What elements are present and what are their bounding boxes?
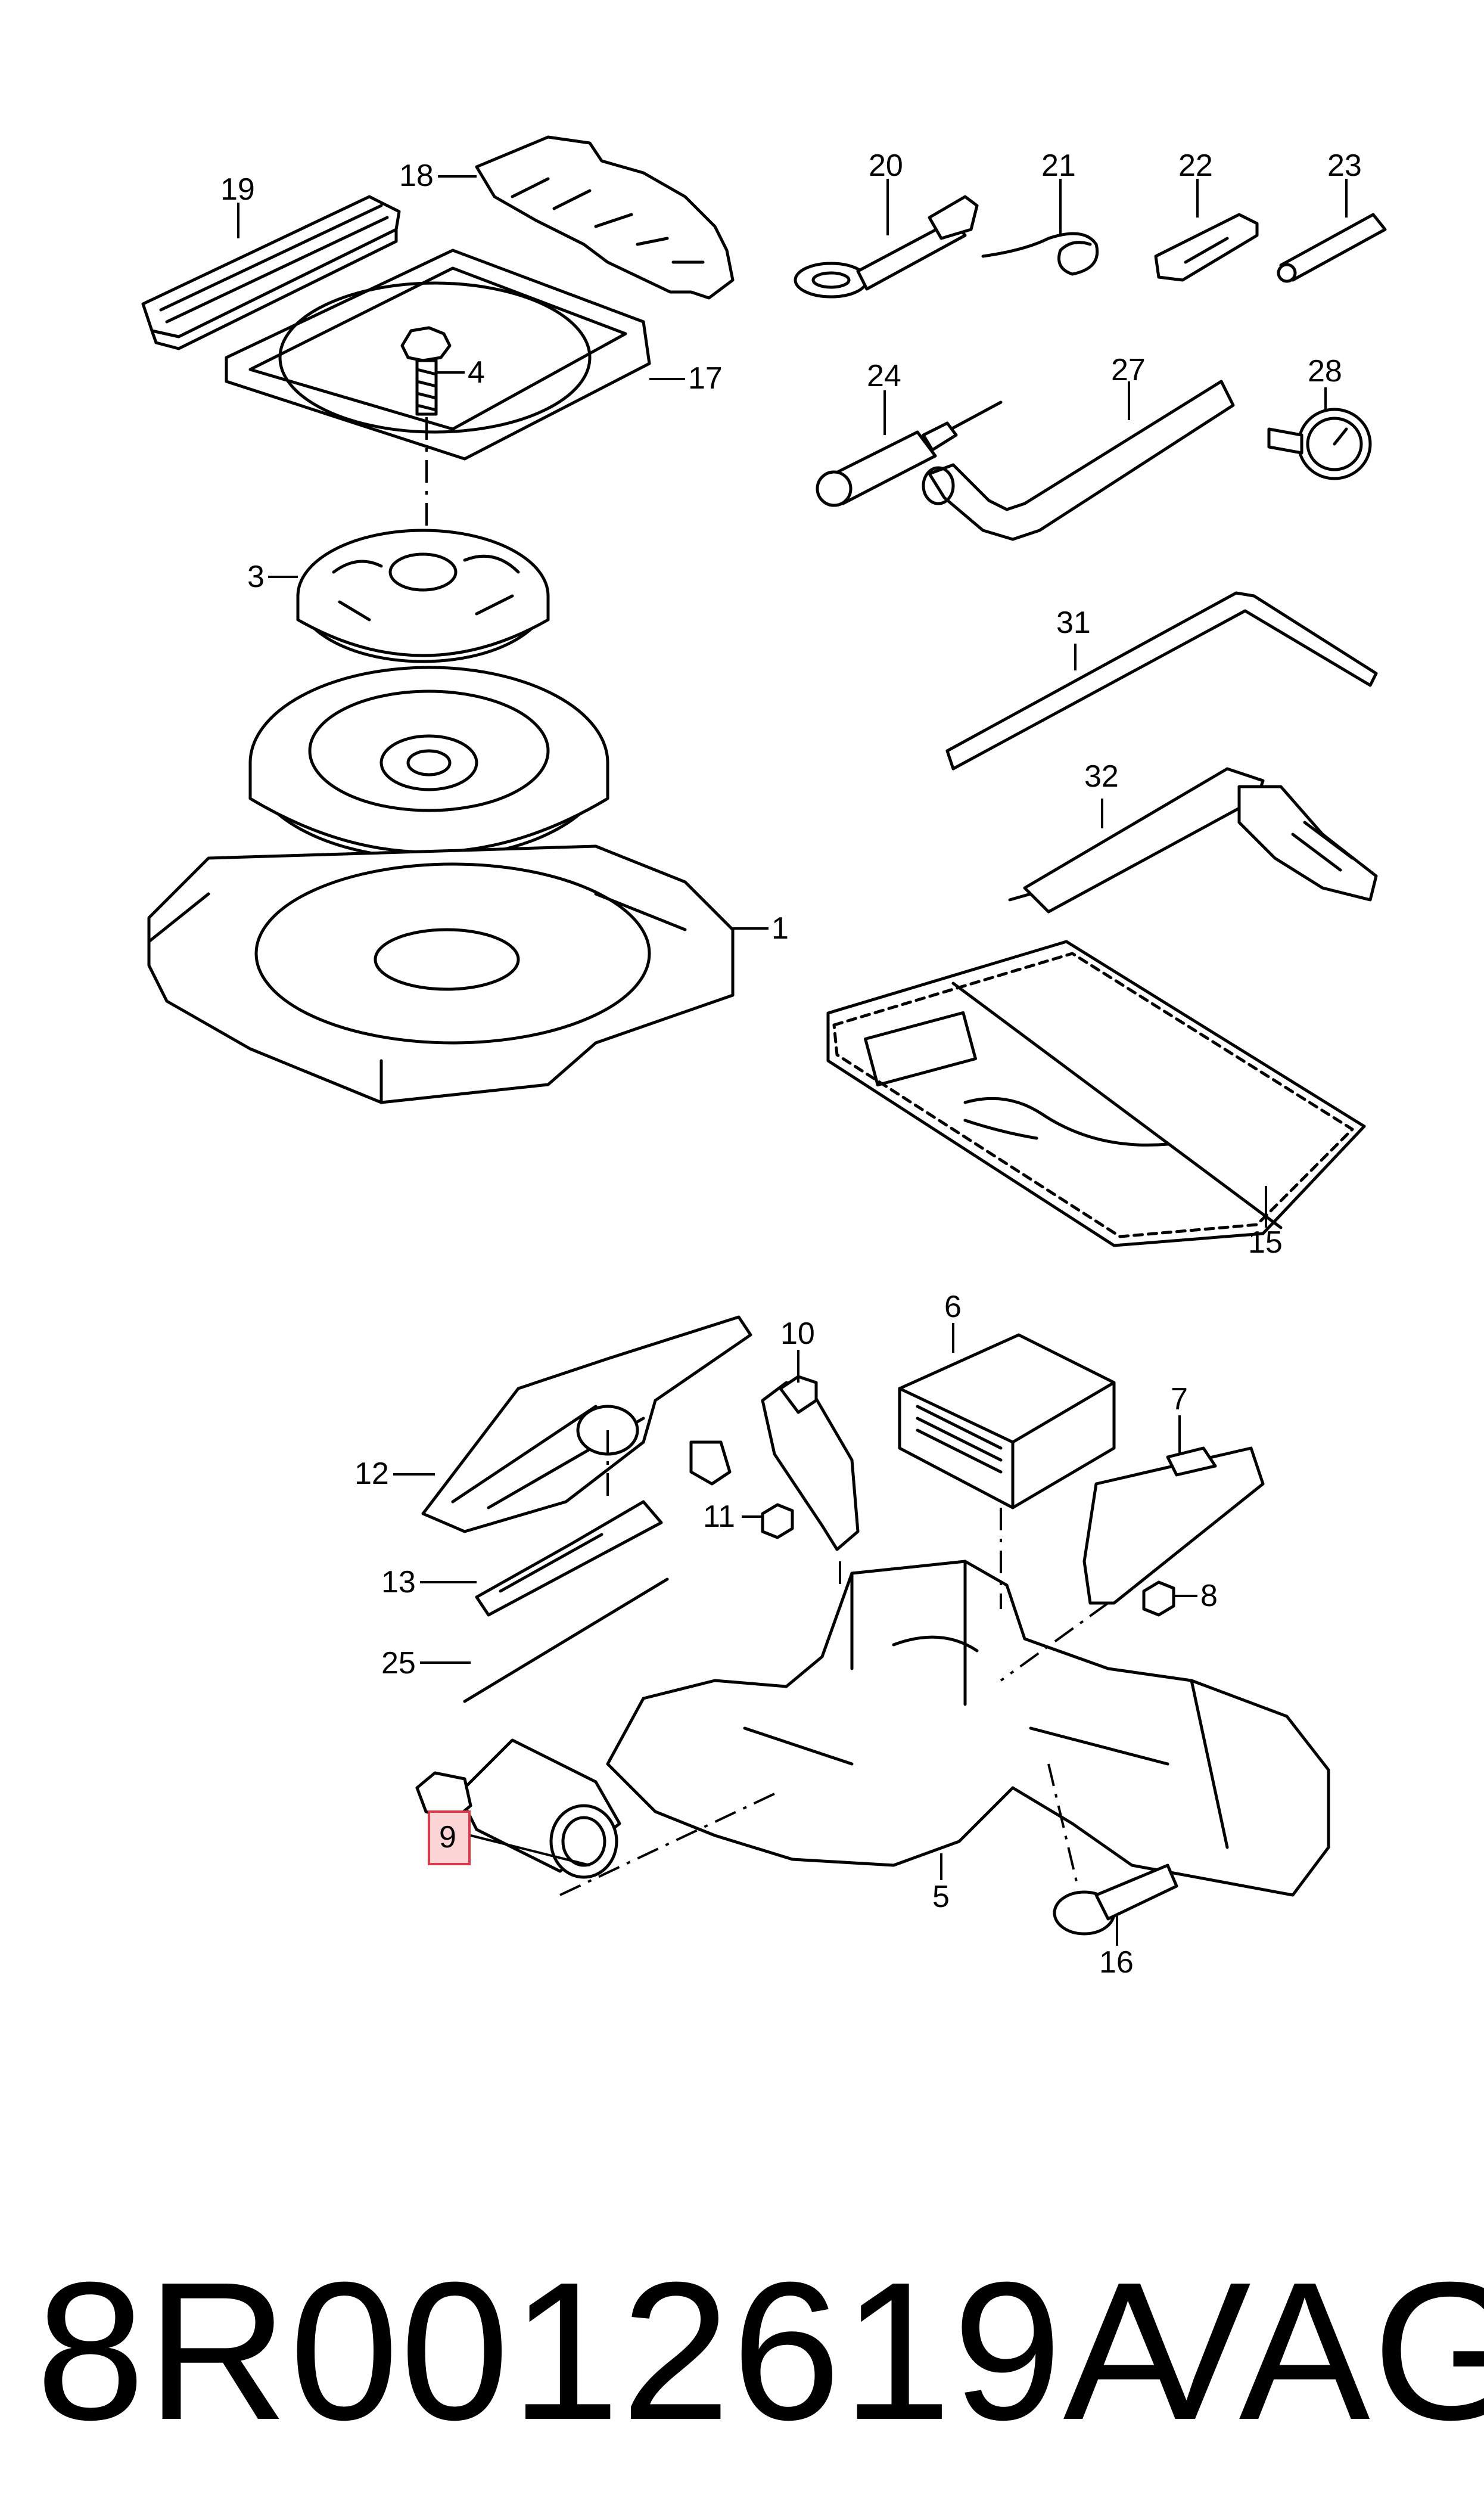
callout-22[interactable]: 22 — [1178, 148, 1213, 183]
callout-17[interactable]: 17 — [688, 361, 723, 396]
callout-28[interactable]: 28 — [1308, 354, 1342, 389]
part-27-tow-eye[interactable] — [922, 380, 1235, 541]
callout-3[interactable]: 3 — [247, 560, 265, 594]
part-3-tool-tray[interactable] — [296, 529, 550, 663]
spare-wheel[interactable] — [248, 666, 609, 860]
part-12-scissor-jack[interactable] — [421, 1315, 752, 1533]
part-5-foam-insert[interactable] — [606, 1560, 1330, 1897]
part-32-crank[interactable] — [1008, 767, 1378, 914]
part-25-rod[interactable] — [463, 1577, 669, 1703]
callout-11[interactable]: 11 — [703, 1499, 735, 1534]
callout-12[interactable]: 12 — [354, 1456, 389, 1491]
callout-20[interactable]: 20 — [869, 148, 903, 183]
part-19-cover-strip[interactable] — [141, 195, 401, 350]
part-21-spring-clip[interactable] — [981, 232, 1099, 276]
brand-label: VAG — [1120, 2241, 1484, 2461]
part-15-tool-bag[interactable] — [826, 940, 1366, 1247]
callout-19[interactable]: 19 — [220, 172, 255, 207]
callout-25[interactable]: 25 — [381, 1646, 416, 1681]
highlight-box-9 — [428, 1810, 471, 1865]
callout-13[interactable]: 13 — [381, 1565, 416, 1599]
callout-8[interactable]: 8 — [1200, 1579, 1218, 1613]
callout-6[interactable]: 6 — [944, 1290, 962, 1324]
part-20-wrench[interactable] — [794, 195, 979, 299]
callout-15[interactable]: 15 — [1248, 1225, 1283, 1260]
callout-10[interactable]: 10 — [780, 1316, 815, 1351]
part-24-screwdriver[interactable] — [816, 400, 1003, 507]
part-4-bolt[interactable] — [400, 326, 452, 416]
part-6-module-box[interactable] — [898, 1333, 1116, 1509]
part-number: 8R0012619A — [36, 2241, 1196, 2461]
callout-31[interactable]: 31 — [1056, 605, 1091, 640]
part-18-bracket-plate[interactable] — [475, 135, 735, 300]
callout-1[interactable]: 1 — [771, 911, 789, 946]
callout-24[interactable]: 24 — [867, 359, 901, 393]
callout-32[interactable]: 32 — [1084, 759, 1119, 794]
part-31-hex-key[interactable] — [945, 591, 1378, 771]
part-8-nut[interactable] — [1142, 1580, 1175, 1617]
callout-18[interactable]: 18 — [399, 159, 434, 193]
part-10-bracket[interactable] — [761, 1375, 860, 1551]
part-7-side-panel[interactable] — [1082, 1446, 1265, 1605]
callout-5[interactable]: 5 — [932, 1880, 950, 1914]
part-11-nut[interactable] — [761, 1503, 794, 1539]
part-23-pin[interactable] — [1277, 213, 1387, 283]
part-16-knob[interactable] — [1053, 1863, 1178, 1936]
callout-4[interactable]: 4 — [468, 355, 485, 390]
callout-23[interactable]: 23 — [1327, 148, 1362, 183]
part-9-compressor[interactable] — [415, 1738, 621, 1879]
parts-diagram: 19 18 4 17 3 1 20 21 22 23 24 27 28 31 3… — [141, 135, 1387, 1980]
callout-27[interactable]: 27 — [1111, 353, 1146, 387]
leader-lines — [237, 175, 1348, 1946]
callout-21[interactable]: 21 — [1041, 148, 1076, 183]
part-28-gauge[interactable] — [1267, 408, 1372, 480]
callout-9[interactable]: 9 — [439, 1820, 456, 1855]
callout-7[interactable]: 7 — [1171, 1382, 1188, 1417]
part-22-clip[interactable] — [1154, 213, 1259, 282]
part-1-wheel-well-insert[interactable] — [147, 844, 735, 1104]
callout-labels: 19 18 4 17 3 1 20 21 22 23 24 27 28 31 3… — [220, 148, 1362, 1980]
callout-16[interactable]: 16 — [1099, 1945, 1134, 1980]
relationship-lines — [559, 1430, 1109, 1896]
part-13-jack-handle[interactable] — [475, 1500, 663, 1617]
